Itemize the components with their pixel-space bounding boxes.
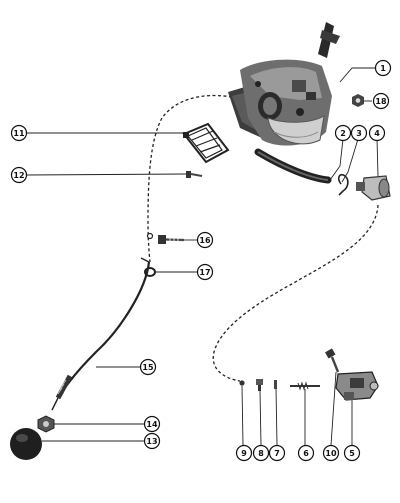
callout-17: 17 xyxy=(196,263,214,281)
dashed-routing-lines xyxy=(147,94,379,382)
fuel-fitting-4 xyxy=(356,175,391,201)
callout-3-label: 3 xyxy=(356,129,362,138)
screw-10 xyxy=(325,348,340,373)
callout-16-label: 16 xyxy=(199,236,211,245)
spring-6 xyxy=(290,381,320,391)
nut-18 xyxy=(352,94,364,107)
callout-16: 16 xyxy=(196,231,214,249)
fitting-8 xyxy=(256,379,263,391)
callout-15-label: 15 xyxy=(142,363,154,372)
callout-1: 1 xyxy=(374,59,392,77)
hose-clamp-3 xyxy=(337,173,349,196)
callout-4: 4 xyxy=(368,124,386,142)
callout-10: 10 xyxy=(322,444,340,462)
callout-7-label: 7 xyxy=(274,449,280,458)
callout-2: 2 xyxy=(334,124,352,142)
callout-12: 12 xyxy=(10,166,28,184)
callout-17-label: 17 xyxy=(199,268,210,277)
callout-13: 13 xyxy=(143,432,161,450)
callout-18: 18 xyxy=(372,92,390,110)
fuel-pump-parts xyxy=(239,348,379,401)
callout-8-label: 8 xyxy=(258,449,264,458)
callout-9: 9 xyxy=(235,444,253,462)
callout-18-label: 18 xyxy=(375,97,387,106)
callout-2-label: 2 xyxy=(340,129,346,138)
pump-body-5 xyxy=(335,371,379,401)
callout-6: 6 xyxy=(297,444,315,462)
callout-4-label: 4 xyxy=(374,129,380,138)
air-silencer-cover-11 xyxy=(182,122,230,164)
callout-15: 15 xyxy=(139,358,157,376)
callout-11: 11 xyxy=(10,124,28,142)
callout-11-label: 11 xyxy=(13,129,25,138)
throttle-cable-15 xyxy=(51,232,154,411)
callout-14-label: 14 xyxy=(146,420,158,429)
callout-3: 3 xyxy=(350,124,368,142)
screw-12 xyxy=(186,171,203,178)
cable-routing-line xyxy=(147,94,233,263)
callout-8: 8 xyxy=(252,444,270,462)
callout-6-label: 6 xyxy=(303,449,309,458)
callout-1-label: 1 xyxy=(380,64,386,73)
nut-14 xyxy=(37,415,55,433)
callout-7: 7 xyxy=(268,444,286,462)
carburetor-assembly xyxy=(228,22,340,146)
callout-9-label: 9 xyxy=(241,449,247,458)
callout-12-label: 12 xyxy=(13,171,24,180)
leader-lines xyxy=(25,67,379,446)
callout-5-label: 5 xyxy=(349,449,355,458)
callout-10-label: 10 xyxy=(325,449,337,458)
fuel-hose-2 xyxy=(254,148,332,184)
knob-13 xyxy=(10,428,42,460)
callout-5: 5 xyxy=(343,444,361,462)
pin-7 xyxy=(274,380,277,389)
callout-14: 14 xyxy=(143,415,161,433)
screw-16 xyxy=(158,235,185,244)
callout-13-label: 13 xyxy=(146,437,157,446)
ball-9 xyxy=(239,380,245,386)
fuel-routing-line xyxy=(212,204,379,382)
